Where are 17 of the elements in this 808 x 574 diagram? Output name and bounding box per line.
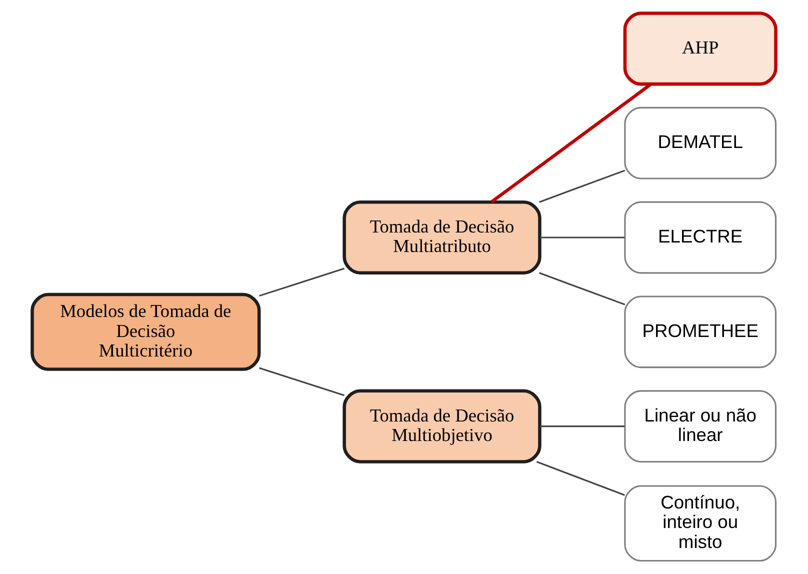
connector [259, 367, 345, 396]
node-box: Tomada de Decisão Multiobjetivo [342, 389, 542, 464]
connector [539, 170, 626, 203]
connector [536, 461, 625, 496]
connector [540, 236, 625, 238]
connector [259, 268, 345, 297]
connector [490, 83, 652, 204]
node-box: ELECTRE [624, 201, 777, 274]
connector [539, 272, 626, 306]
node-box: Linear ou não linear [624, 390, 777, 463]
node-box: AHP [623, 12, 778, 86]
node-box: PROMETHEE [624, 296, 777, 368]
node-box: Contínuo, inteiro ou misto [624, 485, 777, 562]
node-box: Modelos de Tomada de Decisão Multicritério [30, 292, 261, 371]
node-box: Tomada de Decisão Multiatributo [342, 200, 542, 275]
connector [540, 426, 625, 428]
node-box: DEMATEL [624, 106, 777, 180]
